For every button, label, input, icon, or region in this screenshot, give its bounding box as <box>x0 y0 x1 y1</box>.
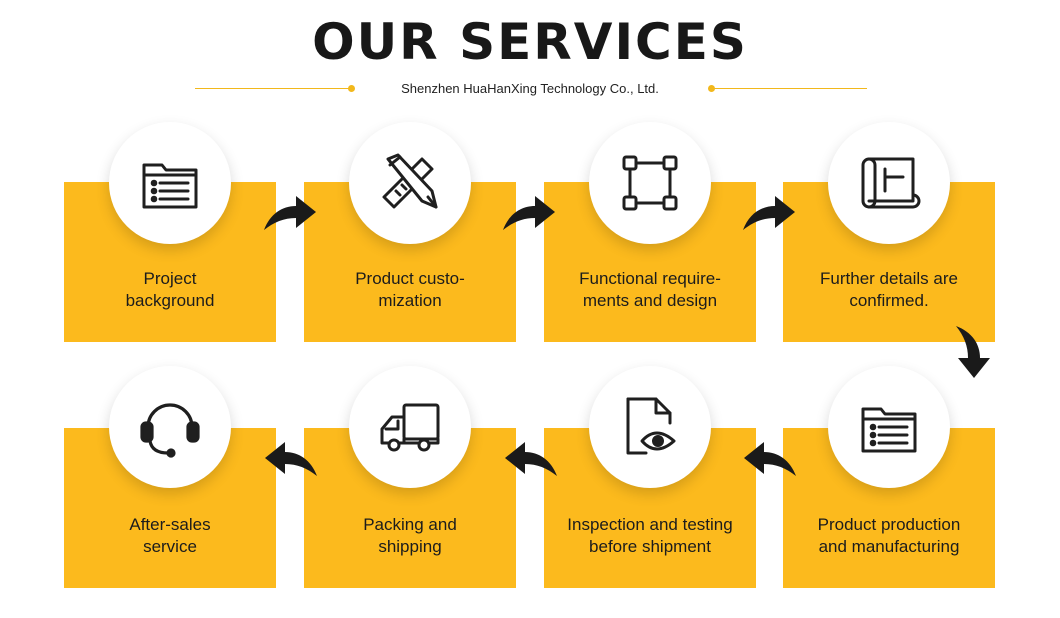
step-icon-circle <box>109 122 231 244</box>
divider-left <box>195 88 350 89</box>
arrow-down-icon <box>956 326 990 378</box>
divider-right <box>712 88 867 89</box>
arrow-left-icon <box>744 442 796 476</box>
step-icon-circle <box>109 366 231 488</box>
pencil-ruler-icon <box>382 153 438 209</box>
step-icon-circle <box>828 366 950 488</box>
step-icon-circle <box>349 366 471 488</box>
step-icon-circle <box>828 122 950 244</box>
arrow-left-icon <box>265 442 317 476</box>
arrow-left-icon <box>505 442 557 476</box>
step-label: Project background <box>125 269 215 310</box>
subtitle-row: Shenzhen HuaHanXing Technology Co., Ltd. <box>0 78 1060 100</box>
delivery-truck-icon <box>380 403 440 452</box>
folder-list-icon <box>861 407 917 453</box>
arrow-right-icon <box>743 196 795 230</box>
step-icon-circle <box>589 366 711 488</box>
step-label: After-sales service <box>129 515 211 556</box>
document-eye-icon <box>626 397 676 455</box>
step-label: Further details are confirmed. <box>820 269 958 310</box>
page-title: OUR SERVICES <box>312 13 748 71</box>
arrow-right-icon <box>503 196 555 230</box>
blueprint-scroll-icon <box>861 157 921 209</box>
step-label: Product custo- mization <box>355 269 465 310</box>
step-label: Product production and manufacturing <box>817 515 961 556</box>
step-label: Functional require- ments and design <box>579 269 721 310</box>
vector-frame-icon <box>622 155 678 211</box>
arrow-right-icon <box>264 196 316 230</box>
headset-icon <box>140 403 200 458</box>
company-subtitle: Shenzhen HuaHanXing Technology Co., Ltd. <box>401 81 659 96</box>
step-label: Packing and shipping <box>363 515 457 556</box>
divider-dot-left <box>348 85 355 92</box>
step-icon-circle <box>589 122 711 244</box>
divider-dot-right <box>708 85 715 92</box>
step-icon-circle <box>349 122 471 244</box>
step-label: Inspection and testing before shipment <box>567 515 733 556</box>
folder-list-icon <box>142 163 198 209</box>
